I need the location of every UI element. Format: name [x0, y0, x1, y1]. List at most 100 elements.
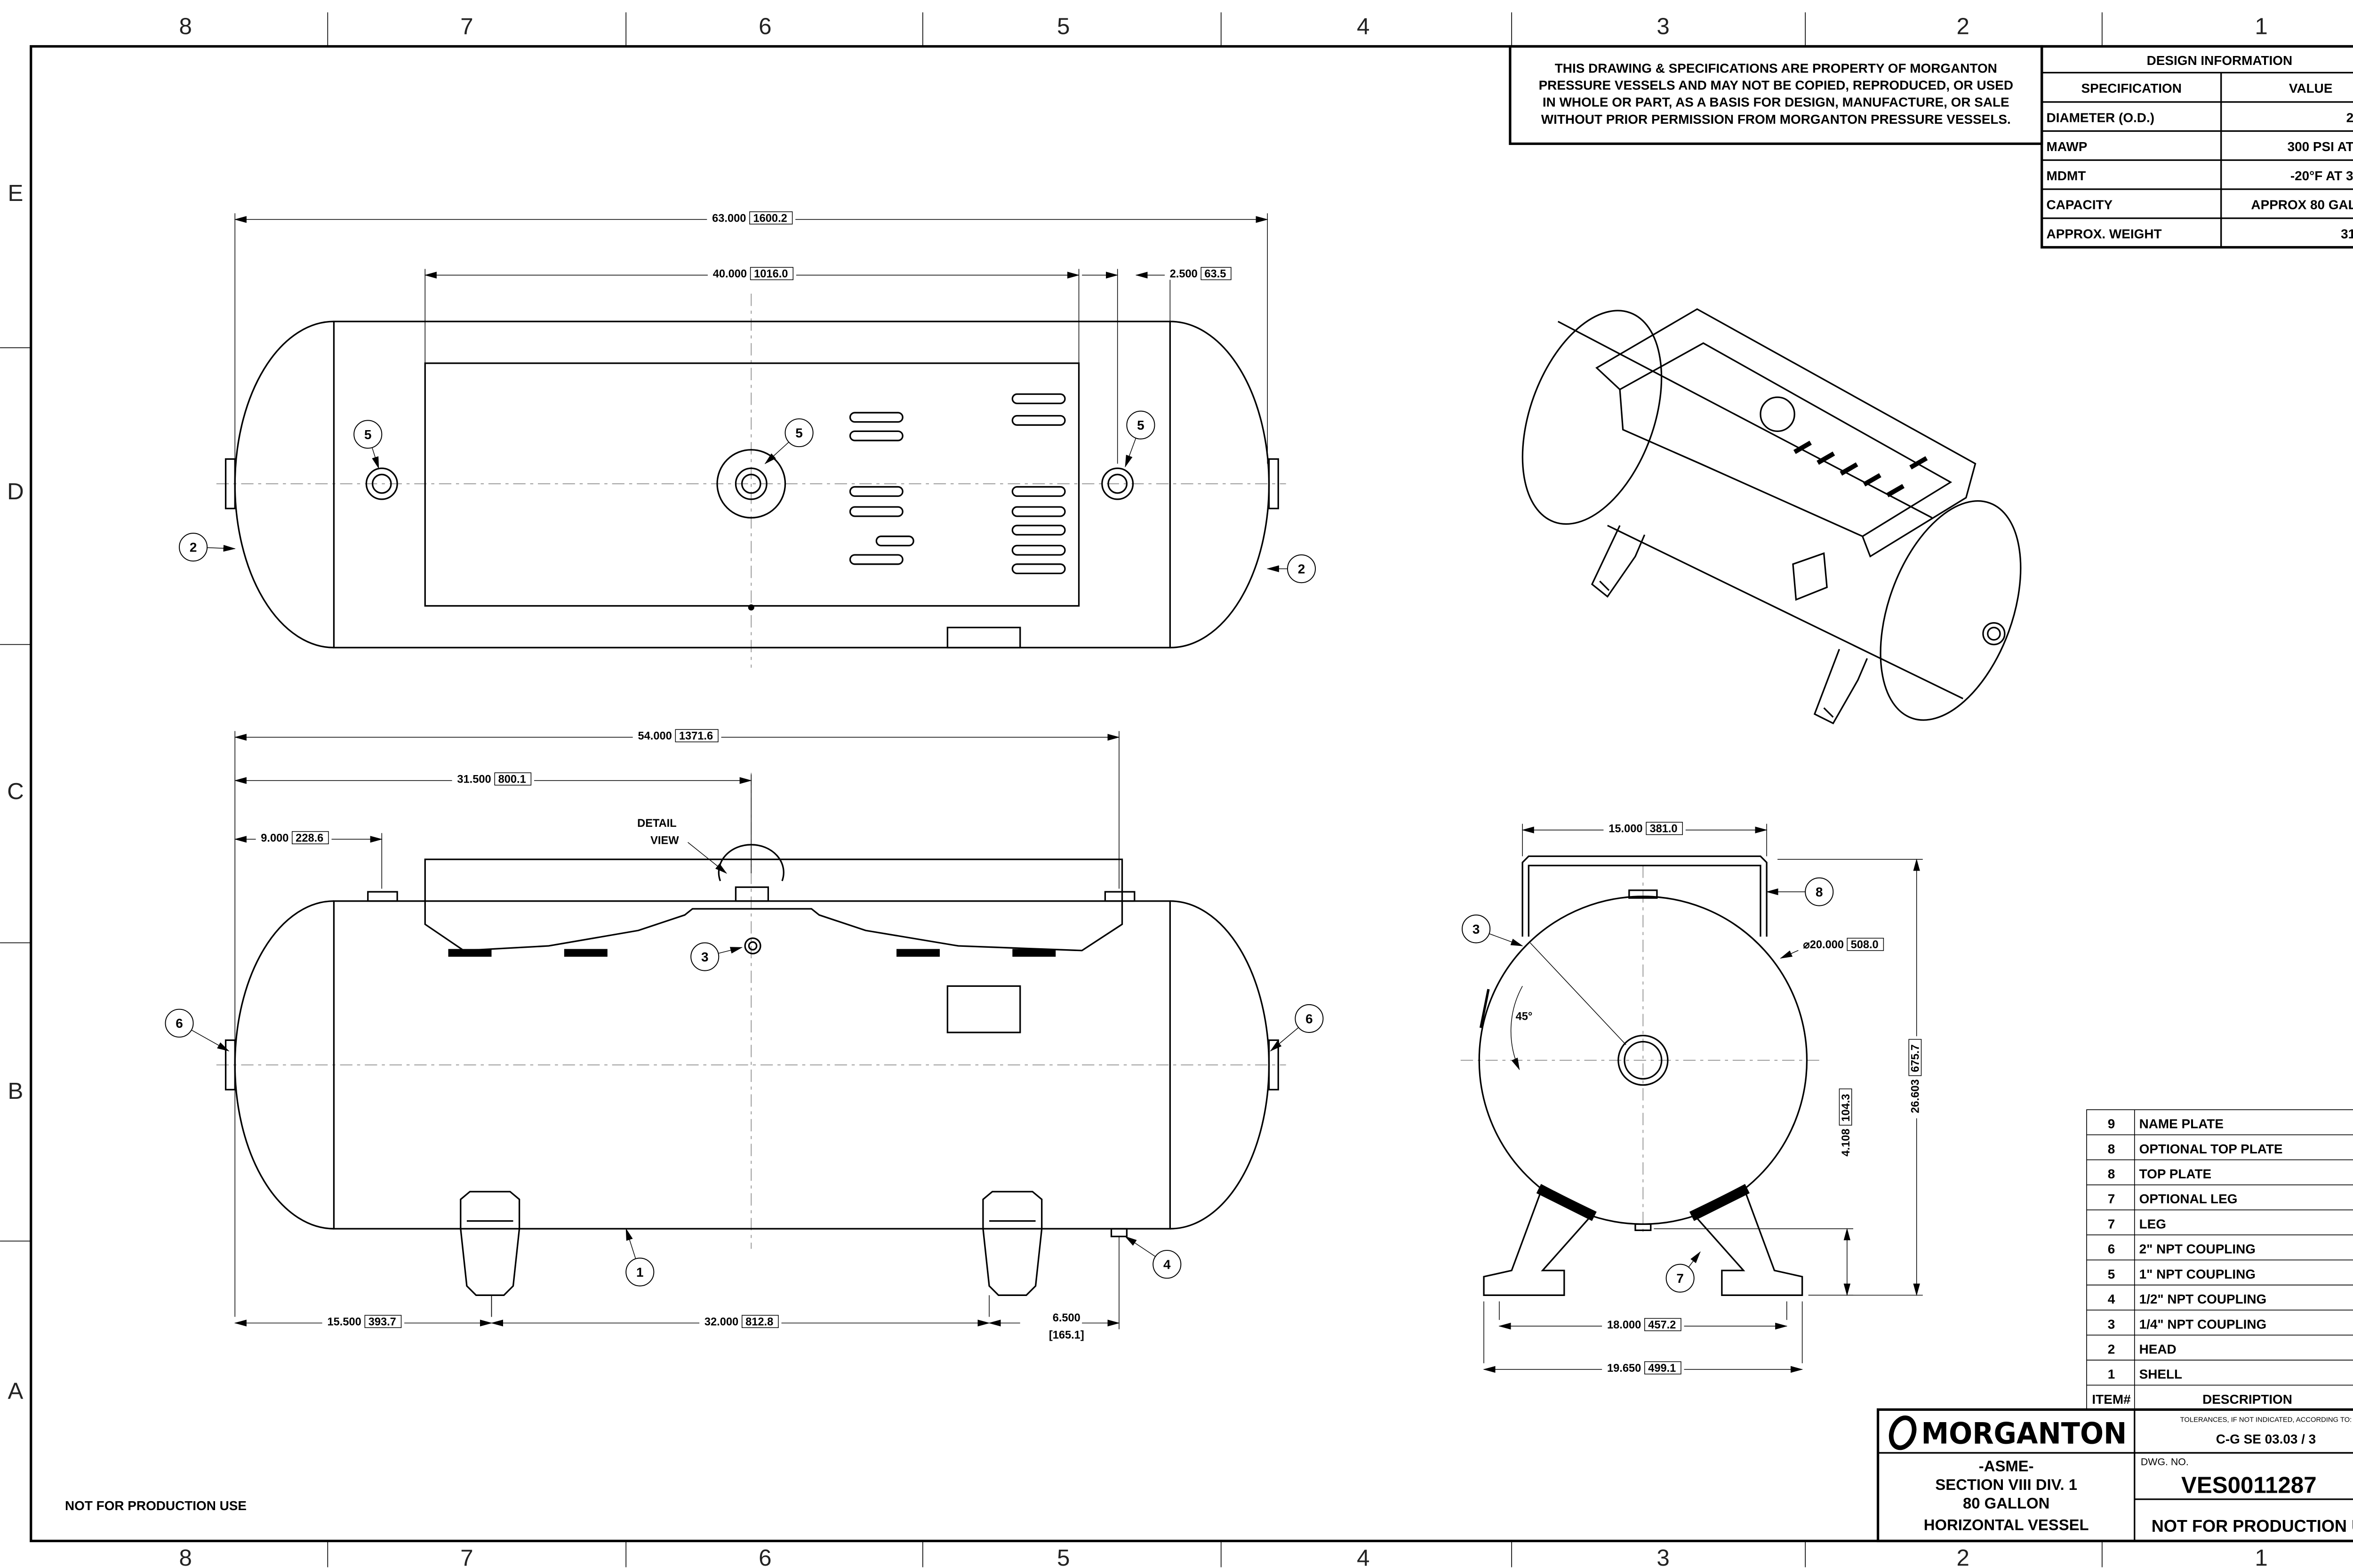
balloon-item-5: 5 [1125, 410, 1155, 468]
balloon-item-8: 8 [1766, 877, 1834, 906]
drawing-border [30, 45, 2353, 1543]
dimension-value-metric: 228.6 [296, 832, 323, 844]
design-spec-name: MAWP [2047, 139, 2088, 154]
design-spec-value: 315 LBS [2341, 226, 2353, 241]
slot [1011, 506, 1066, 517]
description-line: 80 GALLON [1963, 1495, 2049, 1512]
bom-description: OPTIONAL TOP PLATE [2139, 1142, 2283, 1156]
balloon-number: 6 [176, 1016, 183, 1031]
dimension-value-metric: 812.8 [745, 1316, 773, 1328]
dimension-value-metric: 499.1 [1648, 1362, 1676, 1375]
dimension-top-offset: 2.500 63.5 [1082, 265, 1234, 464]
description-line: HORIZONTAL VESSEL [1924, 1516, 2089, 1534]
design-spec-name: DIAMETER (O.D.) [2047, 110, 2154, 125]
bom-description: TOP PLATE [2139, 1167, 2212, 1181]
front-view: DETAIL VIEW [216, 773, 1286, 1296]
dimension-value: 2.500 [1170, 268, 1198, 280]
bom-row: 31/4" NPT COUPLING1 [2108, 1317, 2267, 1331]
dimension-value-metric: 393.7 [368, 1316, 396, 1328]
slot [875, 536, 914, 547]
bom-item-number: 1 [2108, 1367, 2115, 1382]
slot [1011, 415, 1066, 426]
zone-row-label: B [8, 1078, 23, 1104]
top-plate [1595, 308, 1977, 558]
bom-item-number: 3 [2108, 1317, 2115, 1331]
zone-column-label: 3 [1657, 13, 1669, 39]
zone-column-label: 1 [2255, 1545, 2267, 1568]
balloon-number: 4 [1163, 1257, 1171, 1272]
balloon-number: 3 [1473, 922, 1480, 936]
notice-line: THIS DRAWING & SPECIFICATIONS ARE PROPER… [1555, 61, 1997, 75]
zone-row-label: A [8, 1378, 23, 1404]
dwg-no-label: DWG. NO. [2141, 1456, 2189, 1468]
balloon-item-3: 3 [690, 942, 743, 971]
top-plate [1521, 855, 1768, 937]
dimension-value-metric: 381.0 [1649, 823, 1677, 835]
dimension-value: 26.603 [1910, 1079, 1922, 1113]
bom-description: 2" NPT COUPLING [2139, 1242, 2256, 1256]
logo-text: MORGANTON [1921, 1416, 2127, 1451]
bom-header-description: DESCRIPTION [2202, 1392, 2292, 1407]
bom-description: 1/2" NPT COUPLING [2139, 1292, 2267, 1306]
leg [1483, 1186, 1593, 1296]
dimension-value: 19.650 [1607, 1362, 1641, 1375]
zone-column-label: 7 [460, 13, 473, 39]
zone-markers: 8877665544332211EEDDCCBBAA [0, 12, 2268, 1568]
slot [849, 430, 904, 441]
balloon-number: 6 [1305, 1011, 1313, 1026]
coupling-2in-left [224, 458, 236, 510]
zone-column-label: 3 [1657, 1545, 1669, 1568]
balloon-number: 5 [364, 427, 372, 442]
slot [849, 554, 904, 565]
slot [1011, 393, 1066, 404]
dimension-value-metric: 1016.0 [754, 268, 788, 280]
design-spec-name: APPROX. WEIGHT [2047, 226, 2162, 241]
zone-column-label: 4 [1357, 13, 1369, 39]
design-spec-value: -20°F AT 300 PSI [2290, 168, 2353, 183]
balloon-number: 2 [190, 540, 197, 555]
shell [333, 320, 1171, 648]
balloon-item-5: 5 [764, 418, 814, 464]
dimension-value: 4.108 [1840, 1128, 1852, 1156]
bom-description: NAME PLATE [2139, 1117, 2224, 1131]
drawing-number: VES0011287 [2181, 1472, 2317, 1498]
bom-description: HEAD [2139, 1342, 2177, 1356]
bom-item-number: 7 [2108, 1192, 2115, 1206]
zone-column-label: 2 [1957, 1545, 1969, 1568]
zone-column-label: 2 [1957, 13, 1969, 39]
balloon-item-1: 1 [625, 1228, 655, 1287]
notice-line: WITHOUT PRIOR PERMISSION FROM MORGANTON … [1541, 112, 2011, 127]
zone-column-label: 5 [1057, 1545, 1070, 1568]
end-view: 45° [1460, 855, 1824, 1296]
top-plate-slots [849, 393, 1066, 575]
description-line: -ASME- [1979, 1457, 2034, 1475]
bom-item-number: 5 [2108, 1267, 2115, 1281]
zone-column-label: 6 [759, 13, 771, 39]
dimension-value-metric: 63.5 [1204, 268, 1226, 280]
zone-column-label: 6 [759, 1545, 771, 1568]
bom-item-number: 6 [2108, 1242, 2115, 1256]
top-plate [424, 858, 1123, 952]
balloon-item-5: 5 [353, 420, 383, 469]
top-view [216, 294, 1286, 668]
dimension-front-leg2: 6.500[165.1] [988, 1236, 1120, 1341]
design-info-header: VALUE [2289, 81, 2333, 96]
bom-row: 41/2" NPT COUPLING1 [2108, 1292, 2267, 1306]
name-plate [946, 626, 1021, 648]
design-spec-name: MDMT [2047, 168, 2086, 183]
balloon-number: 5 [1137, 418, 1144, 432]
dimension-value: 63.000 [712, 212, 746, 224]
dimension-value: 9.000 [261, 832, 288, 844]
bom-header-item: ITEM# [2092, 1392, 2131, 1407]
